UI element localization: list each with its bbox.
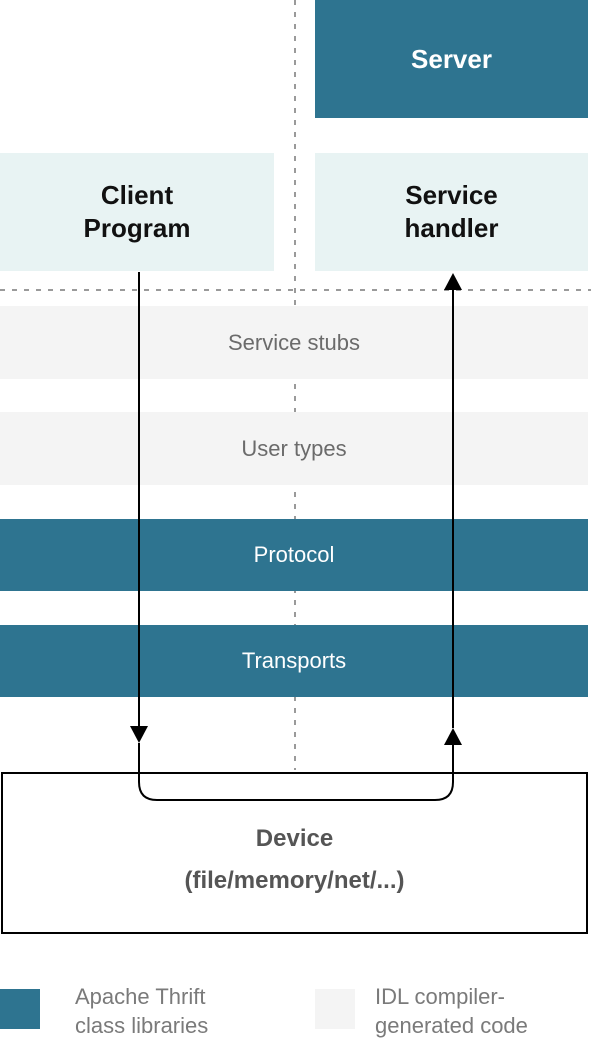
transports-label: Transports <box>241 648 347 673</box>
device-up-arrowhead <box>444 728 462 745</box>
client-program-label-line2: Program <box>83 213 191 243</box>
device-label-line2: (file/memory/net/...) <box>184 867 405 894</box>
device-label-line1: Device <box>255 825 334 852</box>
server-label: Server <box>411 43 492 74</box>
service-stubs-label: Service stubs <box>227 329 361 355</box>
legend-library-swatch <box>0 989 40 1029</box>
server-box: Server <box>315 0 588 118</box>
user-types-band: User types <box>0 412 588 485</box>
user-types-label: User types <box>241 435 347 461</box>
device-box: Device (file/memory/net/...) <box>1 772 588 934</box>
client-down-arrowhead <box>130 726 148 743</box>
legend-generated-line1: IDL compiler- <box>375 984 505 1009</box>
legend-generated-line2: generated code <box>375 1013 528 1038</box>
protocol-band: Protocol <box>0 519 588 591</box>
service-handler-label-line2: handler <box>404 213 499 243</box>
legend-generated-text: IDL compiler- generated code <box>375 982 528 1040</box>
service-stubs-band: Service stubs <box>0 306 588 379</box>
service-handler-label-line1: Service <box>405 180 498 210</box>
transports-band: Transports <box>0 625 588 697</box>
legend-library-line2: class libraries <box>75 1013 209 1038</box>
protocol-label: Protocol <box>253 542 335 567</box>
legend-library-text: Apache Thrift class libraries <box>75 982 208 1040</box>
legend-generated-swatch <box>315 989 355 1029</box>
handler-up-arrowhead <box>444 273 462 290</box>
client-program-label-line1: Client <box>100 180 174 210</box>
service-handler-box: Service handler <box>315 153 588 271</box>
device-connector <box>138 743 454 801</box>
client-program-box: Client Program <box>0 153 274 271</box>
legend-library-line1: Apache Thrift <box>75 984 206 1009</box>
